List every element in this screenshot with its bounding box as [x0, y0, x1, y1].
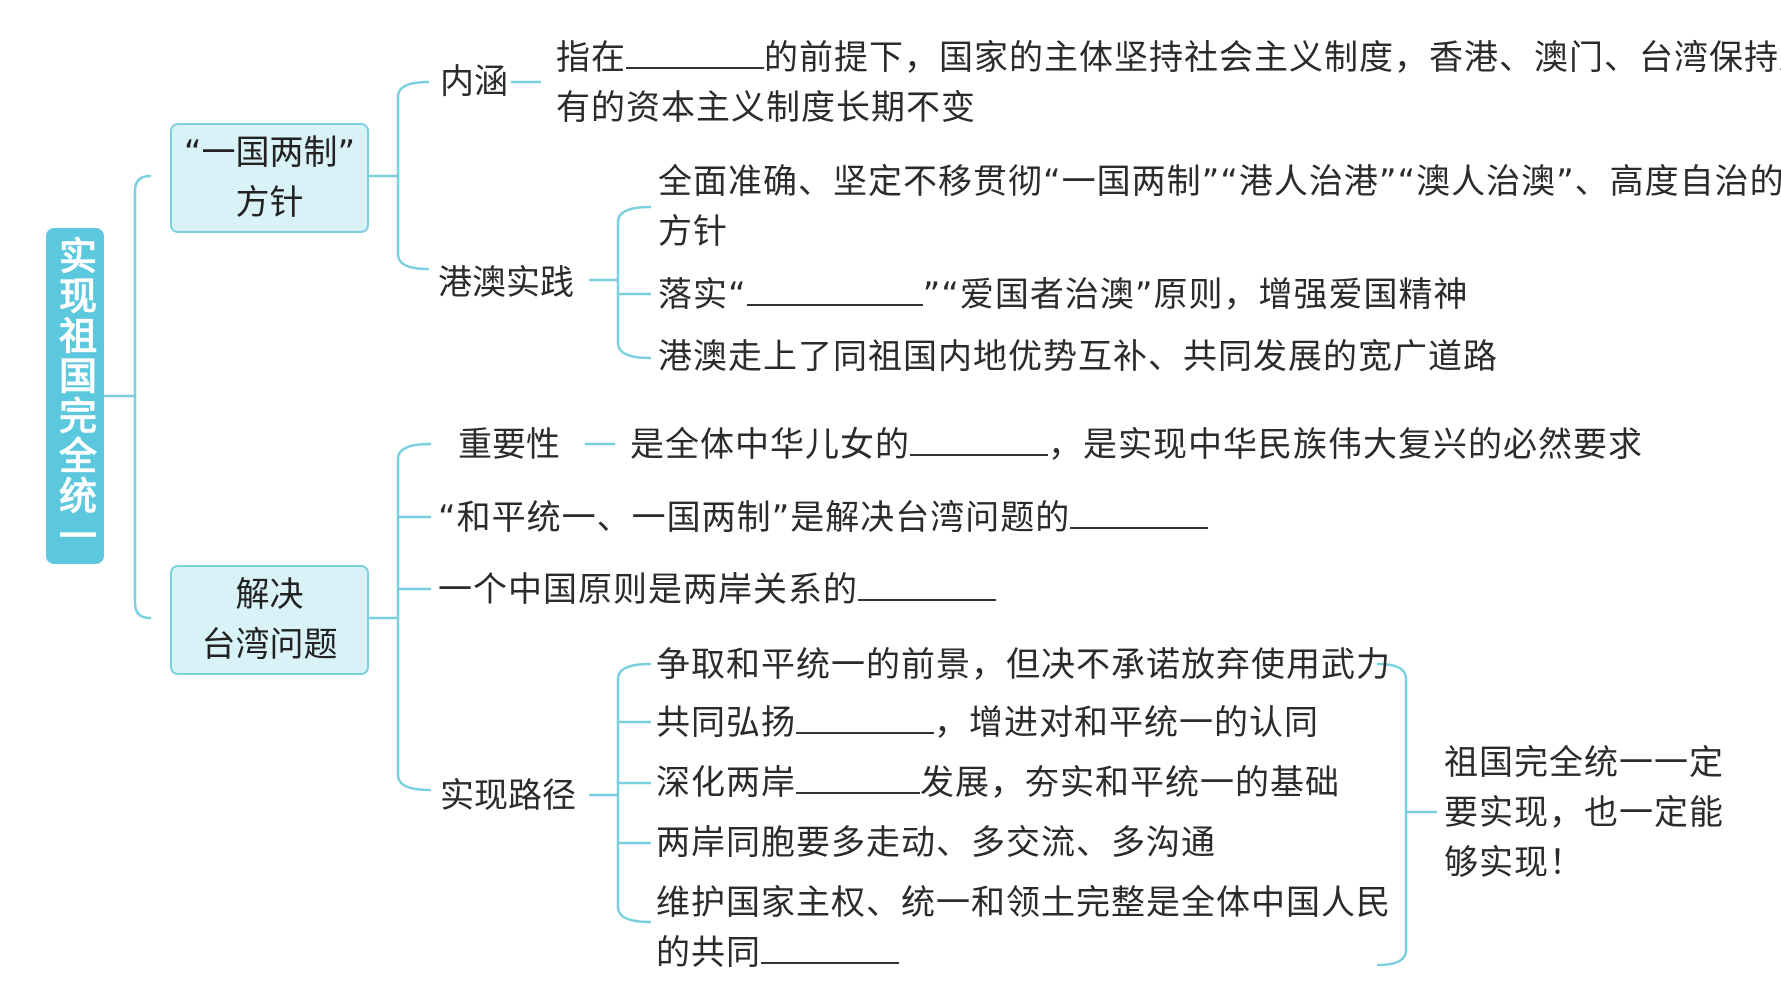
root-node: 实现祖国完全统一 [46, 228, 104, 564]
practice-item2-a: 落实“ [658, 275, 747, 315]
fill-blank [796, 698, 934, 734]
practice-item1-line2: 方针 [658, 212, 728, 252]
path-item4: 两岸同胞要多走动、多交流、多沟通 [656, 823, 1216, 863]
label-practice: 港澳实践 [438, 263, 574, 303]
node-title-line1: 解决 [235, 575, 304, 615]
path-item2-b: ，增进对和平统一的认同 [934, 703, 1319, 743]
node-one-country-two-systems: “一国两制” 方针 [170, 123, 369, 233]
fill-blank [858, 565, 996, 601]
fill-blank [796, 758, 920, 794]
path-item1: 争取和平统一的前景，但决不承诺放弃使用武力 [656, 645, 1391, 685]
fill-blank [746, 270, 923, 306]
path-item5-line2: 的共同 [656, 928, 899, 978]
conclusion-line2: 要实现，也一定能 [1444, 793, 1724, 833]
path-item3-b: 发展，夯实和平统一的基础 [920, 763, 1340, 803]
fill-blank [626, 33, 764, 69]
root-title: 实现祖国完全统一 [52, 236, 97, 556]
neihan-text-a: 指在 [556, 38, 626, 78]
path-item5-b: 的共同 [656, 933, 761, 973]
node-title-line1: “一国两制” [183, 133, 356, 173]
conclusion-line3: 够实现！ [1444, 843, 1584, 883]
path-item2: 共同弘扬 ，增进对和平统一的认同 [656, 698, 1319, 748]
importance-text-a: 是全体中华儿女的 [630, 425, 910, 465]
node-title-line2: 方针 [235, 183, 304, 223]
path-item5-line1: 维护国家主权、统一和领土完整是全体中国人民 [656, 883, 1391, 923]
path-item3-a: 深化两岸 [656, 763, 796, 803]
principle-text: 一个中国原则是两岸关系的 [438, 565, 996, 615]
policy-text-a: “和平统一、一国两制”是解决台湾问题的 [438, 498, 1071, 538]
path-item2-a: 共同弘扬 [656, 703, 796, 743]
neihan-text-b: 的前提下，国家的主体坚持社会主义制度，香港、澳门、台湾保持原 [764, 38, 1781, 78]
importance-text: 是全体中华儿女的 ，是实现中华民族伟大复兴的必然要求 [630, 420, 1643, 470]
principle-text-a: 一个中国原则是两岸关系的 [438, 570, 858, 610]
fill-blank [1070, 493, 1209, 529]
label-neihan: 内涵 [440, 62, 508, 102]
node-title-line2: 台湾问题 [201, 625, 338, 665]
label-importance: 重要性 [458, 425, 560, 465]
importance-text-b: ，是实现中华民族伟大复兴的必然要求 [1048, 425, 1643, 465]
conclusion-line1: 祖国完全统一一定 [1444, 743, 1724, 783]
node-taiwan-issue: 解决 台湾问题 [170, 565, 369, 675]
neihan-line2: 有的资本主义制度长期不变 [556, 88, 976, 128]
practice-item2: 落实“ ”“爱国者治澳”原则，增强爱国精神 [658, 270, 1468, 320]
practice-item2-b: ”“爱国者治澳”原则，增强爱国精神 [922, 275, 1469, 315]
policy-text: “和平统一、一国两制”是解决台湾问题的 [438, 493, 1209, 543]
label-path: 实现路径 [440, 776, 576, 816]
practice-item1-line1: 全面准确、坚定不移贯彻“一国两制”“港人治港”“澳人治澳”、高度自治的 [658, 162, 1781, 202]
fill-blank [761, 928, 899, 964]
fill-blank [910, 420, 1048, 456]
practice-item3: 港澳走上了同祖国内地优势互补、共同发展的宽广道路 [658, 337, 1498, 377]
path-item3: 深化两岸 发展，夯实和平统一的基础 [656, 758, 1340, 808]
neihan-line1: 指在 的前提下，国家的主体坚持社会主义制度，香港、澳门、台湾保持原 [556, 33, 1781, 83]
